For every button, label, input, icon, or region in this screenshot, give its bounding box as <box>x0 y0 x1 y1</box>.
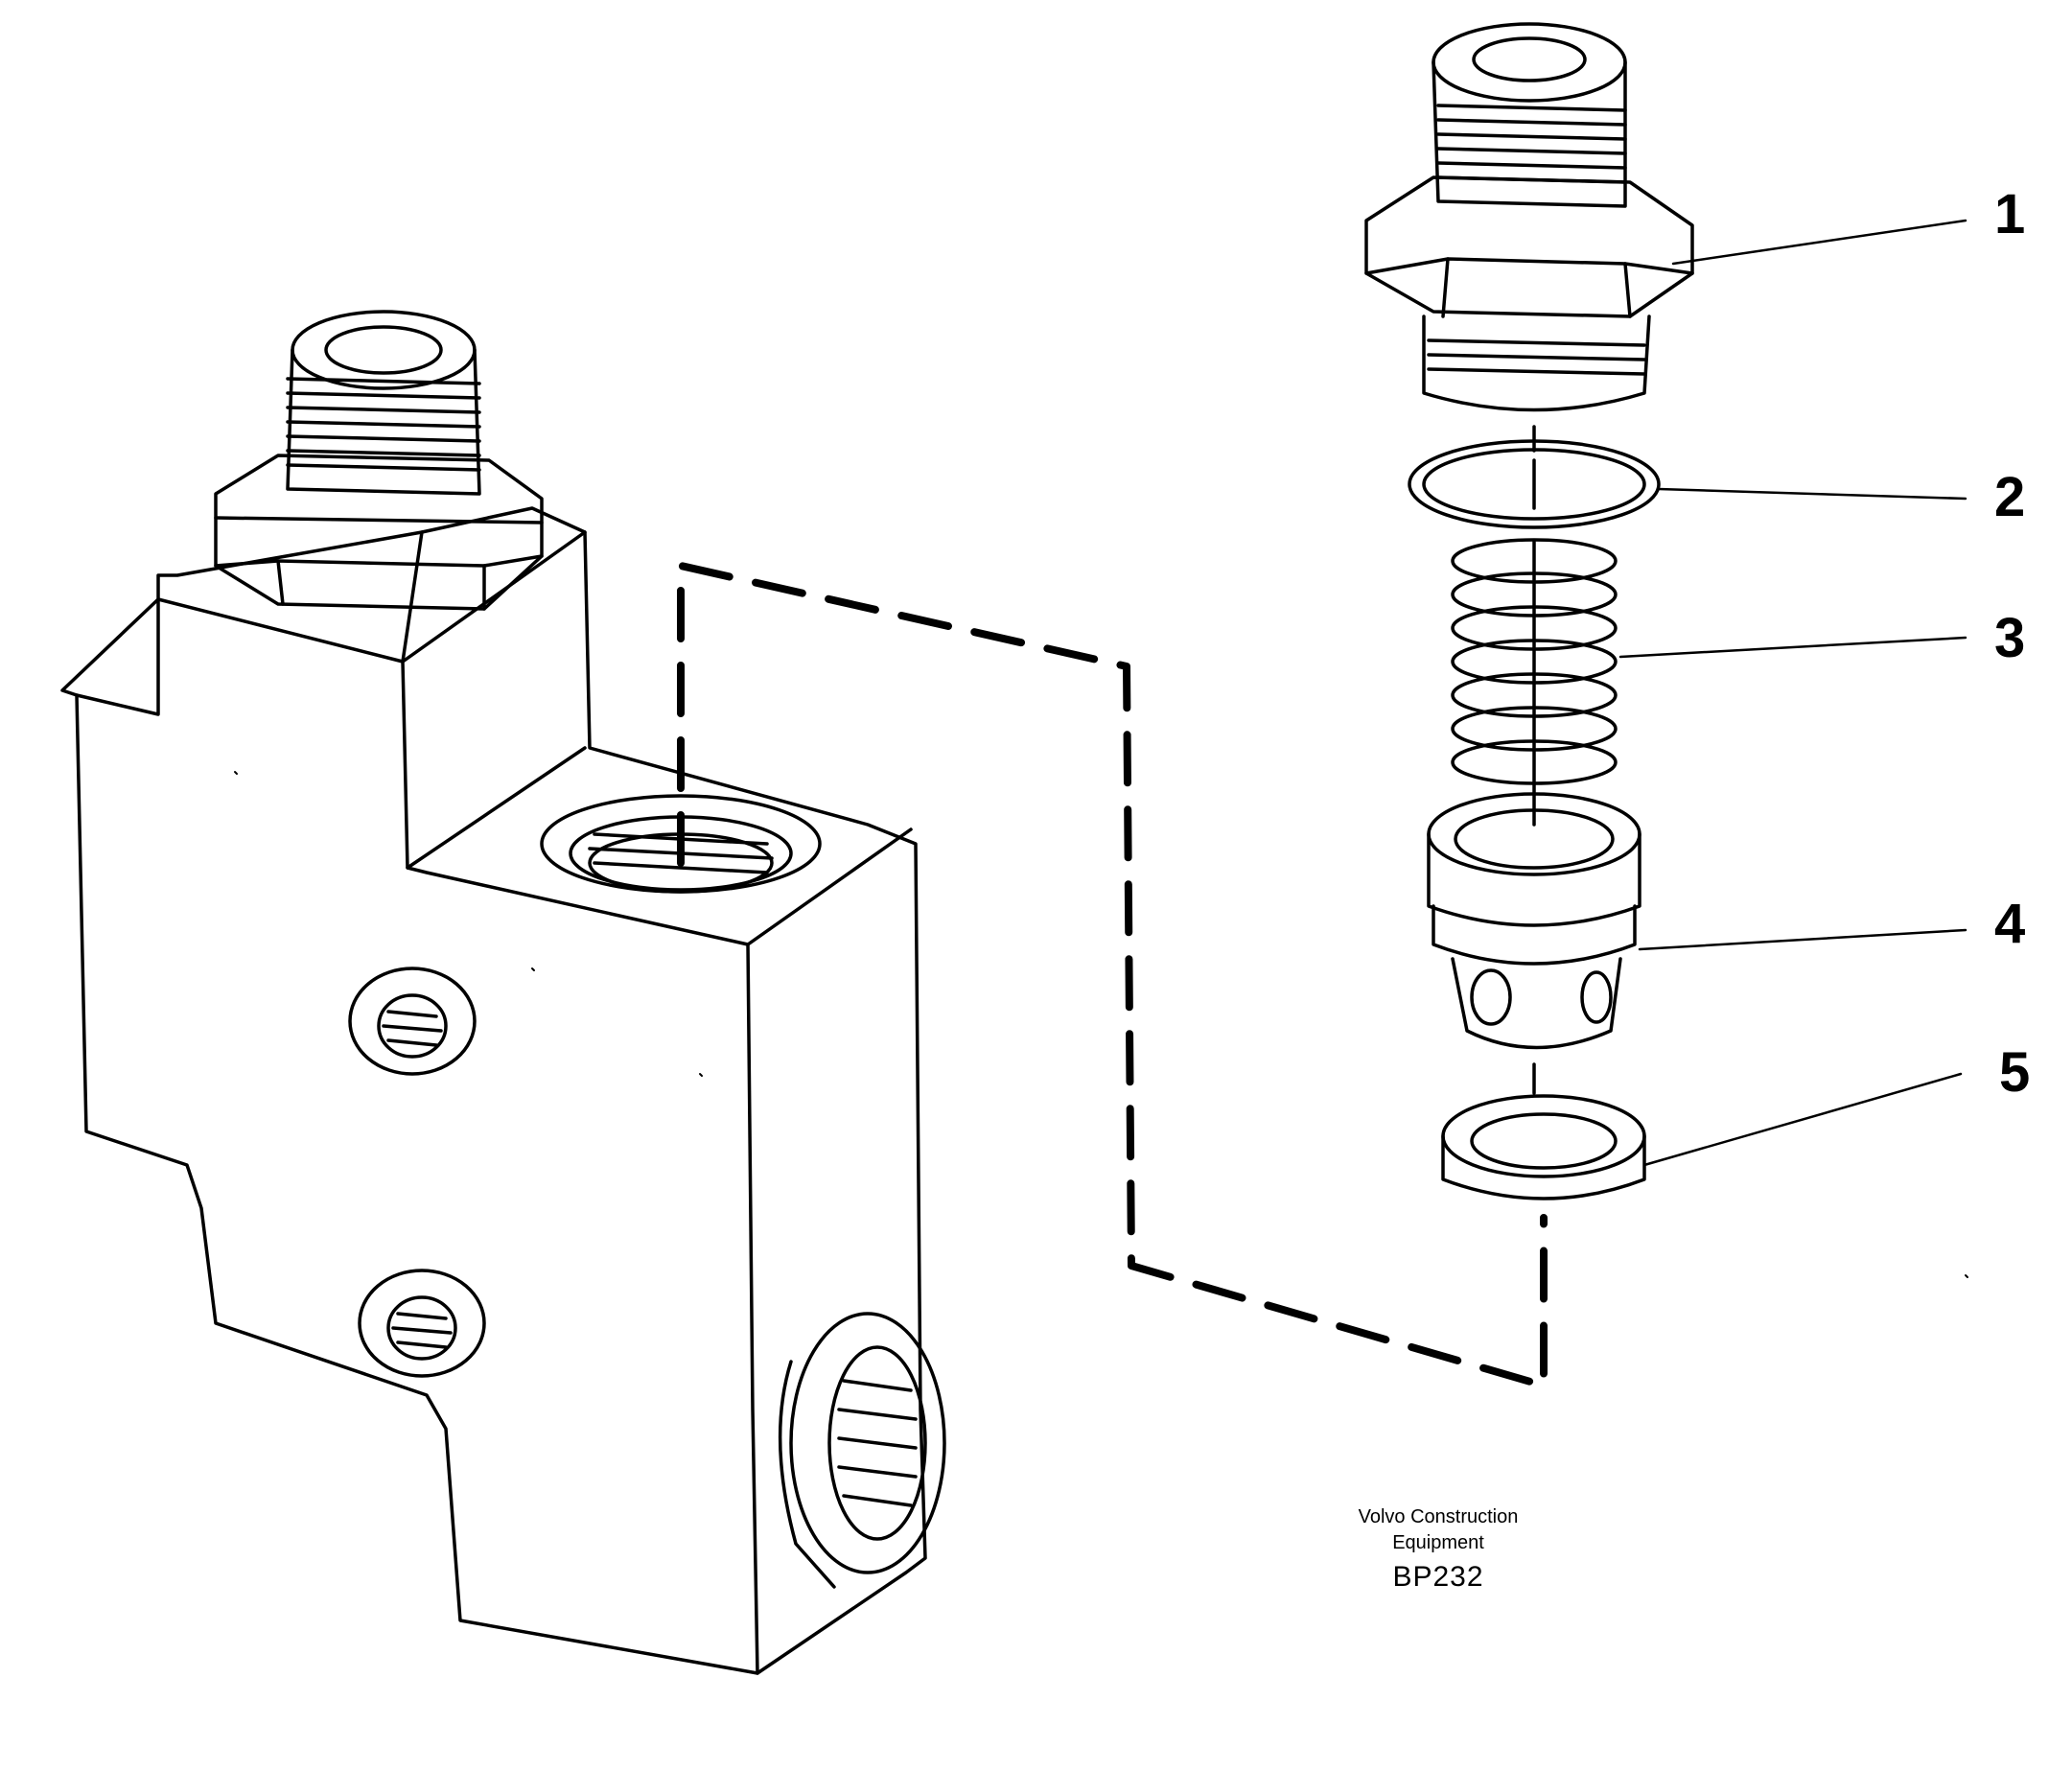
caption-company-line2: Equipment <box>1392 1532 1484 1553</box>
part-2-o-ring <box>1408 439 1661 529</box>
callout-2: 2 <box>1994 466 2026 528</box>
callout-4: 4 <box>1994 893 2026 955</box>
valve-housing <box>60 506 927 1675</box>
leader-line-5 <box>1642 1072 1963 1167</box>
leader-line-2 <box>1657 487 1967 501</box>
scan-specks <box>234 771 1968 1278</box>
part-3-spring <box>1451 538 1618 827</box>
part-1-fitting <box>1364 22 1694 453</box>
housing-side-port-lower <box>358 1269 486 1378</box>
caption-drawing-code: BP232 <box>1392 1561 1484 1593</box>
housing-side-port-upper <box>348 967 477 1076</box>
caption-company: Volvo Construction <box>1358 1506 1519 1527</box>
housing-side-port-right <box>778 1312 946 1589</box>
part-5-seat-ring <box>1441 1094 1646 1200</box>
leader-line-3 <box>1618 636 1967 659</box>
callout-3: 3 <box>1994 607 2026 669</box>
leader-line-4 <box>1638 928 1967 951</box>
callout-5: 5 <box>1999 1041 2031 1104</box>
leader-line-1 <box>1671 219 1967 266</box>
leader-lines <box>1618 219 1967 1167</box>
part-4-poppet <box>1427 792 1641 1095</box>
callout-1: 1 <box>1994 183 2026 245</box>
housing-top-fitting <box>214 310 544 611</box>
assembly-dashed-line <box>677 562 1548 1389</box>
